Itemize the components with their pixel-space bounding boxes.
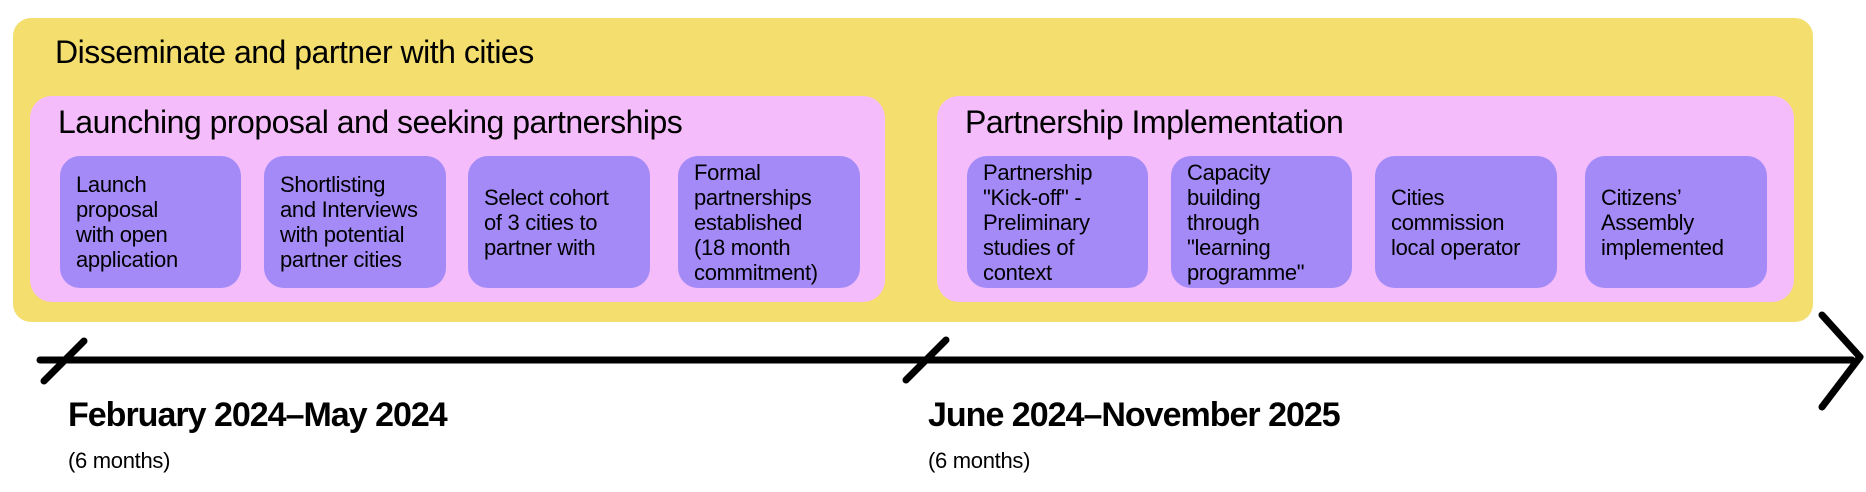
- step-label: Cities commission local operator: [1391, 184, 1521, 260]
- step-label: Capacity building through "learning prog…: [1187, 159, 1305, 285]
- step-label: Shortlisting and Interviews with potenti…: [280, 172, 418, 272]
- timeline-duration-2: (6 months): [928, 448, 1031, 473]
- step-label: Formal partnerships established (18 mont…: [694, 159, 818, 285]
- step-label: Launch proposal with open application: [76, 172, 178, 272]
- phase-1-step-2: Shortlisting and Interviews with potenti…: [264, 156, 446, 288]
- step-label: Partnership "Kick-off" - Preliminary stu…: [983, 159, 1093, 285]
- outer-title: Disseminate and partner with cities: [55, 34, 534, 70]
- phase-2-step-1: Partnership "Kick-off" - Preliminary stu…: [967, 156, 1148, 288]
- phase-1-step-1: Launch proposal with open application: [60, 156, 241, 288]
- timeline-tick-phase-2: [902, 336, 950, 384]
- timeline-duration-1: (6 months): [68, 448, 171, 473]
- timeline-date-2: June 2024–November 2025: [928, 396, 1341, 434]
- phase-2-step-4: Citizens’ Assembly implemented: [1585, 156, 1767, 288]
- timeline-arrowhead: [1818, 311, 1864, 411]
- phase-2-step-3: Cities commission local operator: [1375, 156, 1557, 288]
- step-label: Citizens’ Assembly implemented: [1601, 184, 1724, 260]
- timeline-date-1: February 2024–May 2024: [68, 396, 448, 434]
- phase-1-step-3: Select cohort of 3 cities to partner wit…: [468, 156, 650, 288]
- phase-2-title: Partnership Implementation: [965, 104, 1344, 140]
- phase-2-step-2: Capacity building through "learning prog…: [1171, 156, 1352, 288]
- phase-1-step-4: Formal partnerships established (18 mont…: [678, 156, 860, 288]
- timeline-tick-start: [40, 337, 88, 385]
- phase-1-title: Launching proposal and seeking partnersh…: [58, 104, 683, 140]
- step-label: Select cohort of 3 cities to partner wit…: [484, 184, 609, 260]
